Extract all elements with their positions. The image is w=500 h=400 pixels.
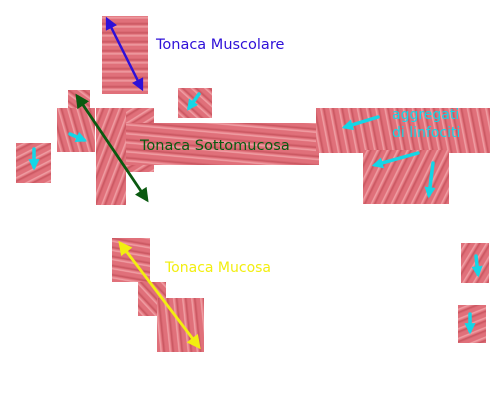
sottomucosa-double-arrow [75,93,149,203]
lymph-arrow-7 [471,254,483,278]
lymph-arrow-3 [187,92,201,111]
label-tonaca-mucosa: Tonaca Mucosa [165,260,272,276]
label-tonaca-muscolare: Tonaca Muscolare [156,37,285,53]
muscolare-double-arrow [105,16,144,92]
tissue-sottomucosa-3 [126,123,319,165]
label-tonaca-sottomucosa: Tonaca Sottomucosa [140,138,290,154]
label-aggregati: aggregati [392,107,460,123]
lymph-arrow-6 [424,161,436,199]
lymph-arrow-4 [341,115,380,131]
mucosa-double-arrow [118,240,201,350]
label-di-linfociti: di linfociti [392,125,461,141]
lymph-arrow-1 [68,131,88,143]
lymph-arrow-5 [371,151,420,169]
tissue-right-band [316,108,490,153]
